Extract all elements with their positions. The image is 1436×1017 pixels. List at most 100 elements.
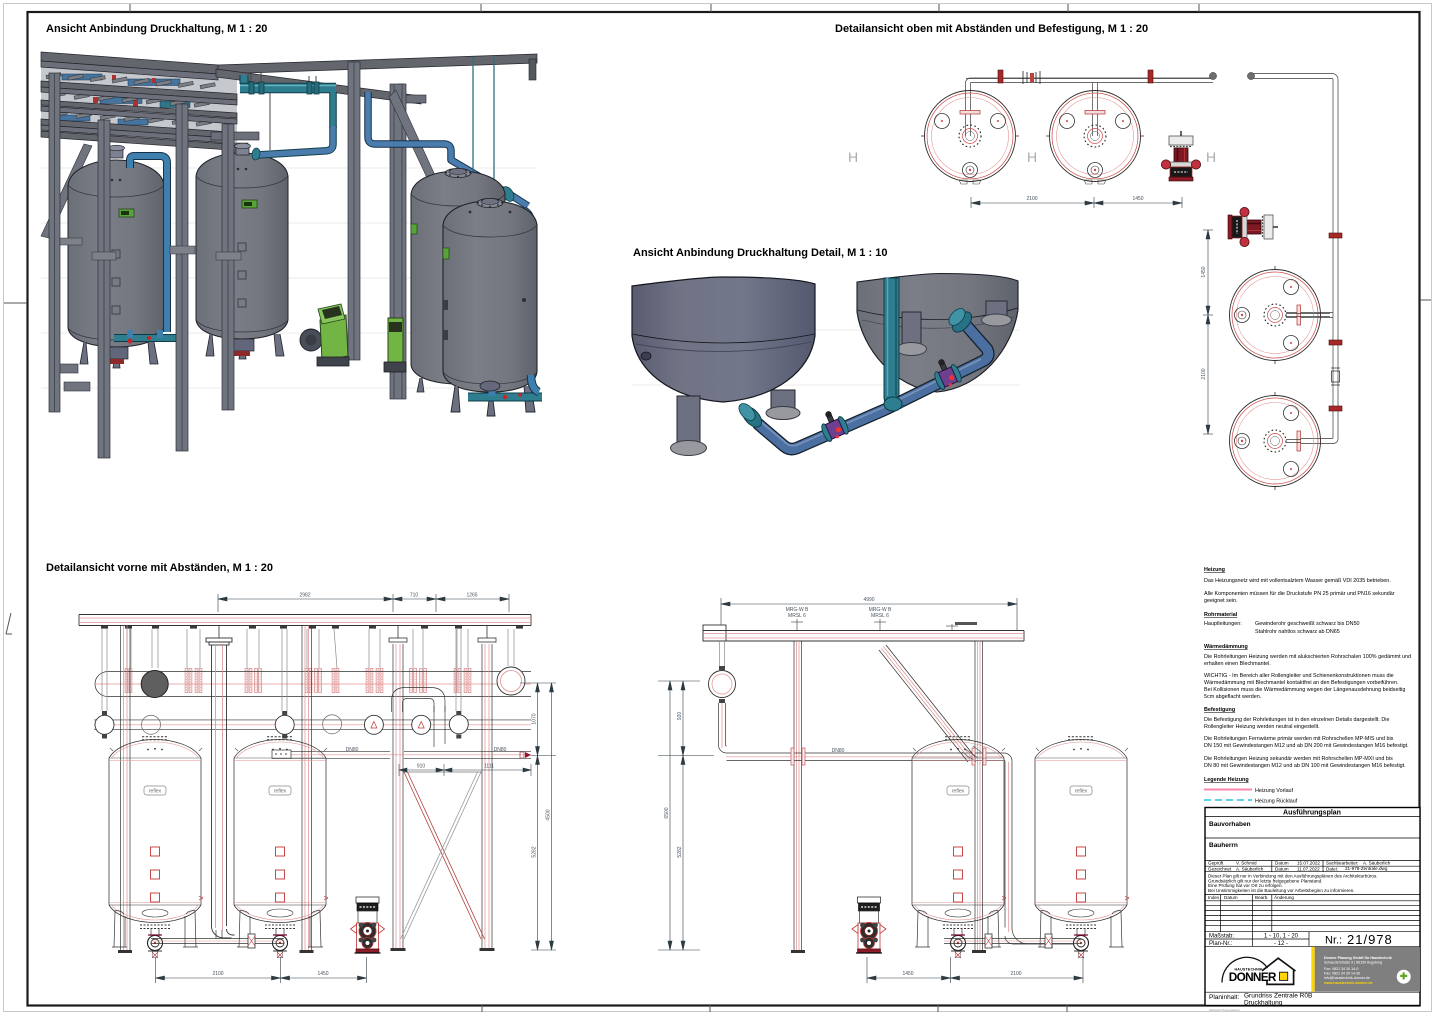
- svg-text:Wärmedämmung: Wärmedämmung: [1204, 644, 1248, 650]
- svg-text:4500: 4500: [546, 809, 552, 820]
- svg-text:Bauherrn: Bauherrn: [1209, 842, 1238, 849]
- svg-text:2982: 2982: [299, 593, 310, 599]
- svg-text:Rollengleiter Heizung werden n: Rollengleiter Heizung werden neutral ein…: [1204, 724, 1320, 730]
- svg-text:Bauvorhaben: Bauvorhaben: [1209, 821, 1251, 828]
- svg-text:Maßstab Planungsbüro: Maßstab Planungsbüro: [1209, 1008, 1240, 1012]
- svg-text:erhalten einen Blechmantel.: erhalten einen Blechmantel.: [1204, 661, 1271, 667]
- svg-text:Heizung Rücklauf: Heizung Rücklauf: [1255, 799, 1298, 805]
- svg-text:Grundriss Zentrale R0B: Grundriss Zentrale R0B: [1244, 993, 1312, 1000]
- svg-text:geeignet sein.: geeignet sein.: [1204, 598, 1238, 604]
- svg-text:Stahlrohr nahtlos schwarz ab D: Stahlrohr nahtlos schwarz ab DN65: [1255, 629, 1340, 635]
- svg-text:Wärmedämmung mit Blechmantel k: Wärmedämmung mit Blechmantel kontaktfrei…: [1204, 680, 1398, 686]
- svg-text:Planinhalt:: Planinhalt:: [1209, 994, 1240, 1001]
- svg-text:1070: 1070: [532, 713, 538, 724]
- svg-text:Plan-Nr.:: Plan-Nr.:: [1209, 941, 1233, 947]
- svg-text:HAUSTECHNIK: HAUSTECHNIK: [1235, 968, 1264, 972]
- svg-text:5282: 5282: [677, 846, 683, 857]
- svg-text:H: H: [1027, 149, 1037, 165]
- svg-text:DN80: DN80: [494, 747, 507, 753]
- svg-text:Hauptleitungen:: Hauptleitungen:: [1204, 621, 1242, 627]
- svg-text:H: H: [848, 149, 858, 165]
- svg-text:1 - 10, 1 - 20: 1 - 10, 1 - 20: [1264, 934, 1299, 940]
- svg-text:H: H: [1206, 149, 1216, 165]
- svg-text:www.haustechnik-donner.de: www.haustechnik-donner.de: [1323, 981, 1373, 985]
- svg-text:Ansicht Anbindung Druckhaltung: Ansicht Anbindung Druckhaltung, M 1 : 20: [46, 23, 267, 35]
- svg-text:Das Heizungsnetz wird mit voll: Das Heizungsnetz wird mit vollentsalztem…: [1204, 578, 1391, 584]
- svg-text:2100: 2100: [212, 971, 223, 977]
- svg-text:Nr.:: Nr.:: [1325, 935, 1342, 947]
- svg-text:Detailansicht vorne mit Abstän: Detailansicht vorne mit Abständen, M 1 :…: [46, 562, 273, 574]
- svg-text:V. Schmid: V. Schmid: [1236, 861, 1257, 866]
- svg-text:5cm abgeflacht werden.: 5cm abgeflacht werden.: [1204, 694, 1261, 700]
- svg-text:15.07.2022: 15.07.2022: [1297, 861, 1320, 866]
- svg-text:MRG-W B: MRG-W B: [869, 607, 892, 613]
- svg-text:Datum: Datum: [1275, 866, 1289, 871]
- svg-text:1450: 1450: [317, 971, 328, 977]
- svg-text:A. Säuberlich: A. Säuberlich: [1236, 866, 1264, 871]
- svg-text:6500: 6500: [664, 807, 670, 818]
- svg-text:11.07.2022: 11.07.2022: [1297, 866, 1320, 871]
- svg-text:1450: 1450: [902, 971, 913, 977]
- svg-text:Datum: Datum: [1224, 895, 1238, 900]
- svg-text:Grundsätzlich gilt nur der let: Grundsätzlich gilt nur der letzte freige…: [1208, 878, 1322, 883]
- svg-text:WICHTIG - Im Bereich aller Rol: WICHTIG - Im Bereich aller Rollengleiter…: [1204, 673, 1394, 679]
- svg-text:2100: 2100: [1026, 196, 1037, 202]
- svg-text:Donner Planung GmbH für Hauste: Donner Planung GmbH für Haustechnik: [1324, 956, 1392, 960]
- svg-text:DONNER: DONNER: [1229, 970, 1277, 984]
- svg-text:Die Rohrleitungen Heizung werd: Die Rohrleitungen Heizung werden mit alu…: [1204, 654, 1411, 660]
- svg-text:710: 710: [410, 593, 419, 599]
- svg-text:Fax: 0821 34 30 14-30: Fax: 0821 34 30 14-30: [1324, 972, 1360, 976]
- svg-text:5282: 5282: [532, 846, 538, 857]
- svg-text:910: 910: [417, 764, 426, 770]
- svg-text:Druckhaltung: Druckhaltung: [1244, 1000, 1283, 1007]
- svg-text:Gezeichnet: Gezeichnet: [1208, 866, 1232, 871]
- svg-text:Bei Unstimmigkeiten ist die Ba: Bei Unstimmigkeiten ist die Bauleitung v…: [1208, 888, 1355, 893]
- svg-text:1265: 1265: [466, 593, 477, 599]
- svg-text:Datum: Datum: [1275, 861, 1289, 866]
- svg-text:920: 920: [677, 712, 683, 721]
- svg-text:2100: 2100: [1010, 971, 1021, 977]
- svg-text:Rohrmaterial: Rohrmaterial: [1204, 612, 1238, 618]
- svg-text:MRSL 6: MRSL 6: [871, 613, 889, 619]
- svg-text:- 12 -: - 12 -: [1274, 941, 1288, 947]
- svg-text:Schaezlerstraße 9 | 86150 Au: Schaezlerstraße 9 | 86150 Augsburg: [1324, 961, 1382, 965]
- svg-text:MRSL 6: MRSL 6: [788, 613, 806, 619]
- svg-text:4990: 4990: [863, 597, 874, 603]
- svg-text:Sachbearbeiter:: Sachbearbeiter:: [1326, 861, 1358, 866]
- svg-text:1450: 1450: [1132, 196, 1143, 202]
- svg-text:Heizung Vorlauf: Heizung Vorlauf: [1255, 788, 1294, 794]
- svg-text:21/978: 21/978: [1347, 932, 1393, 947]
- svg-text:DN 80 mit Gewindestangen M12 u: DN 80 mit Gewindestangen M12 und ab DN 1…: [1204, 763, 1406, 769]
- svg-text:Maßstab:: Maßstab:: [1209, 934, 1234, 940]
- svg-text:DN80: DN80: [346, 747, 359, 753]
- svg-text:Legende Heizung: Legende Heizung: [1204, 777, 1249, 783]
- svg-text:Die Befestigung der Rohrleitun: Die Befestigung der Rohrleitungen ist in…: [1204, 717, 1390, 723]
- svg-text:DN80: DN80: [832, 748, 845, 754]
- svg-text:Dieser Plan gilt nur in Verbin: Dieser Plan gilt nur in Verbindung mit d…: [1208, 874, 1378, 879]
- svg-text:Ausführungsplan: Ausführungsplan: [1283, 810, 1341, 817]
- svg-text:Befestigung: Befestigung: [1204, 707, 1235, 713]
- svg-text:Datei:: Datei:: [1326, 866, 1338, 871]
- svg-text:Heizung: Heizung: [1204, 567, 1225, 573]
- svg-text:2100: 2100: [1201, 368, 1207, 379]
- svg-text:MRG-W B: MRG-W B: [786, 607, 809, 613]
- svg-text:Die Rohrleitungen Heizung seku: Die Rohrleitungen Heizung sekundär werde…: [1204, 756, 1393, 762]
- svg-text:Bearb.: Bearb.: [1255, 895, 1269, 900]
- svg-text:1450: 1450: [1201, 266, 1207, 277]
- svg-text:Die Rohrleitungen Fernwärme pr: Die Rohrleitungen Fernwärme primär werde…: [1204, 736, 1394, 742]
- svg-text:Geprüft: Geprüft: [1208, 861, 1224, 866]
- svg-text:DN 150 mit Gewindestangen M12: DN 150 mit Gewindestangen M12 und ab DN …: [1204, 743, 1409, 749]
- svg-text:Änderung: Änderung: [1274, 894, 1294, 900]
- svg-text:Gewinderohr geschweißt schwarz: Gewinderohr geschweißt schwarz bis DN50: [1255, 621, 1360, 627]
- svg-text:info@haustechnik-donner.de: info@haustechnik-donner.de: [1324, 976, 1370, 980]
- svg-text:Bei Kollisionen muss die Wärme: Bei Kollisionen muss die Wärmedämmung we…: [1204, 687, 1405, 693]
- svg-text:Eine Prüfung hat vor Ort zu er: Eine Prüfung hat vor Ort zu erfolgen.: [1208, 883, 1283, 888]
- svg-text:Ansicht Anbindung Druckhaltung: Ansicht Anbindung Druckhaltung Detail, M…: [633, 247, 887, 259]
- svg-text:Alle Komponenten müssen für di: Alle Komponenten müssen für die Druckstu…: [1204, 591, 1395, 597]
- svg-text:A. Säuberlich: A. Säuberlich: [1363, 861, 1391, 866]
- svg-text:21-978-Zentrale.dwg: 21-978-Zentrale.dwg: [1345, 866, 1388, 871]
- svg-text:1111: 1111: [484, 764, 494, 770]
- svg-text:Index: Index: [1208, 895, 1220, 900]
- svg-text:Fon: 0821 34 30 14-0: Fon: 0821 34 30 14-0: [1324, 967, 1358, 971]
- svg-text:Detailansicht oben mit Abständ: Detailansicht oben mit Abständen und Bef…: [835, 23, 1148, 35]
